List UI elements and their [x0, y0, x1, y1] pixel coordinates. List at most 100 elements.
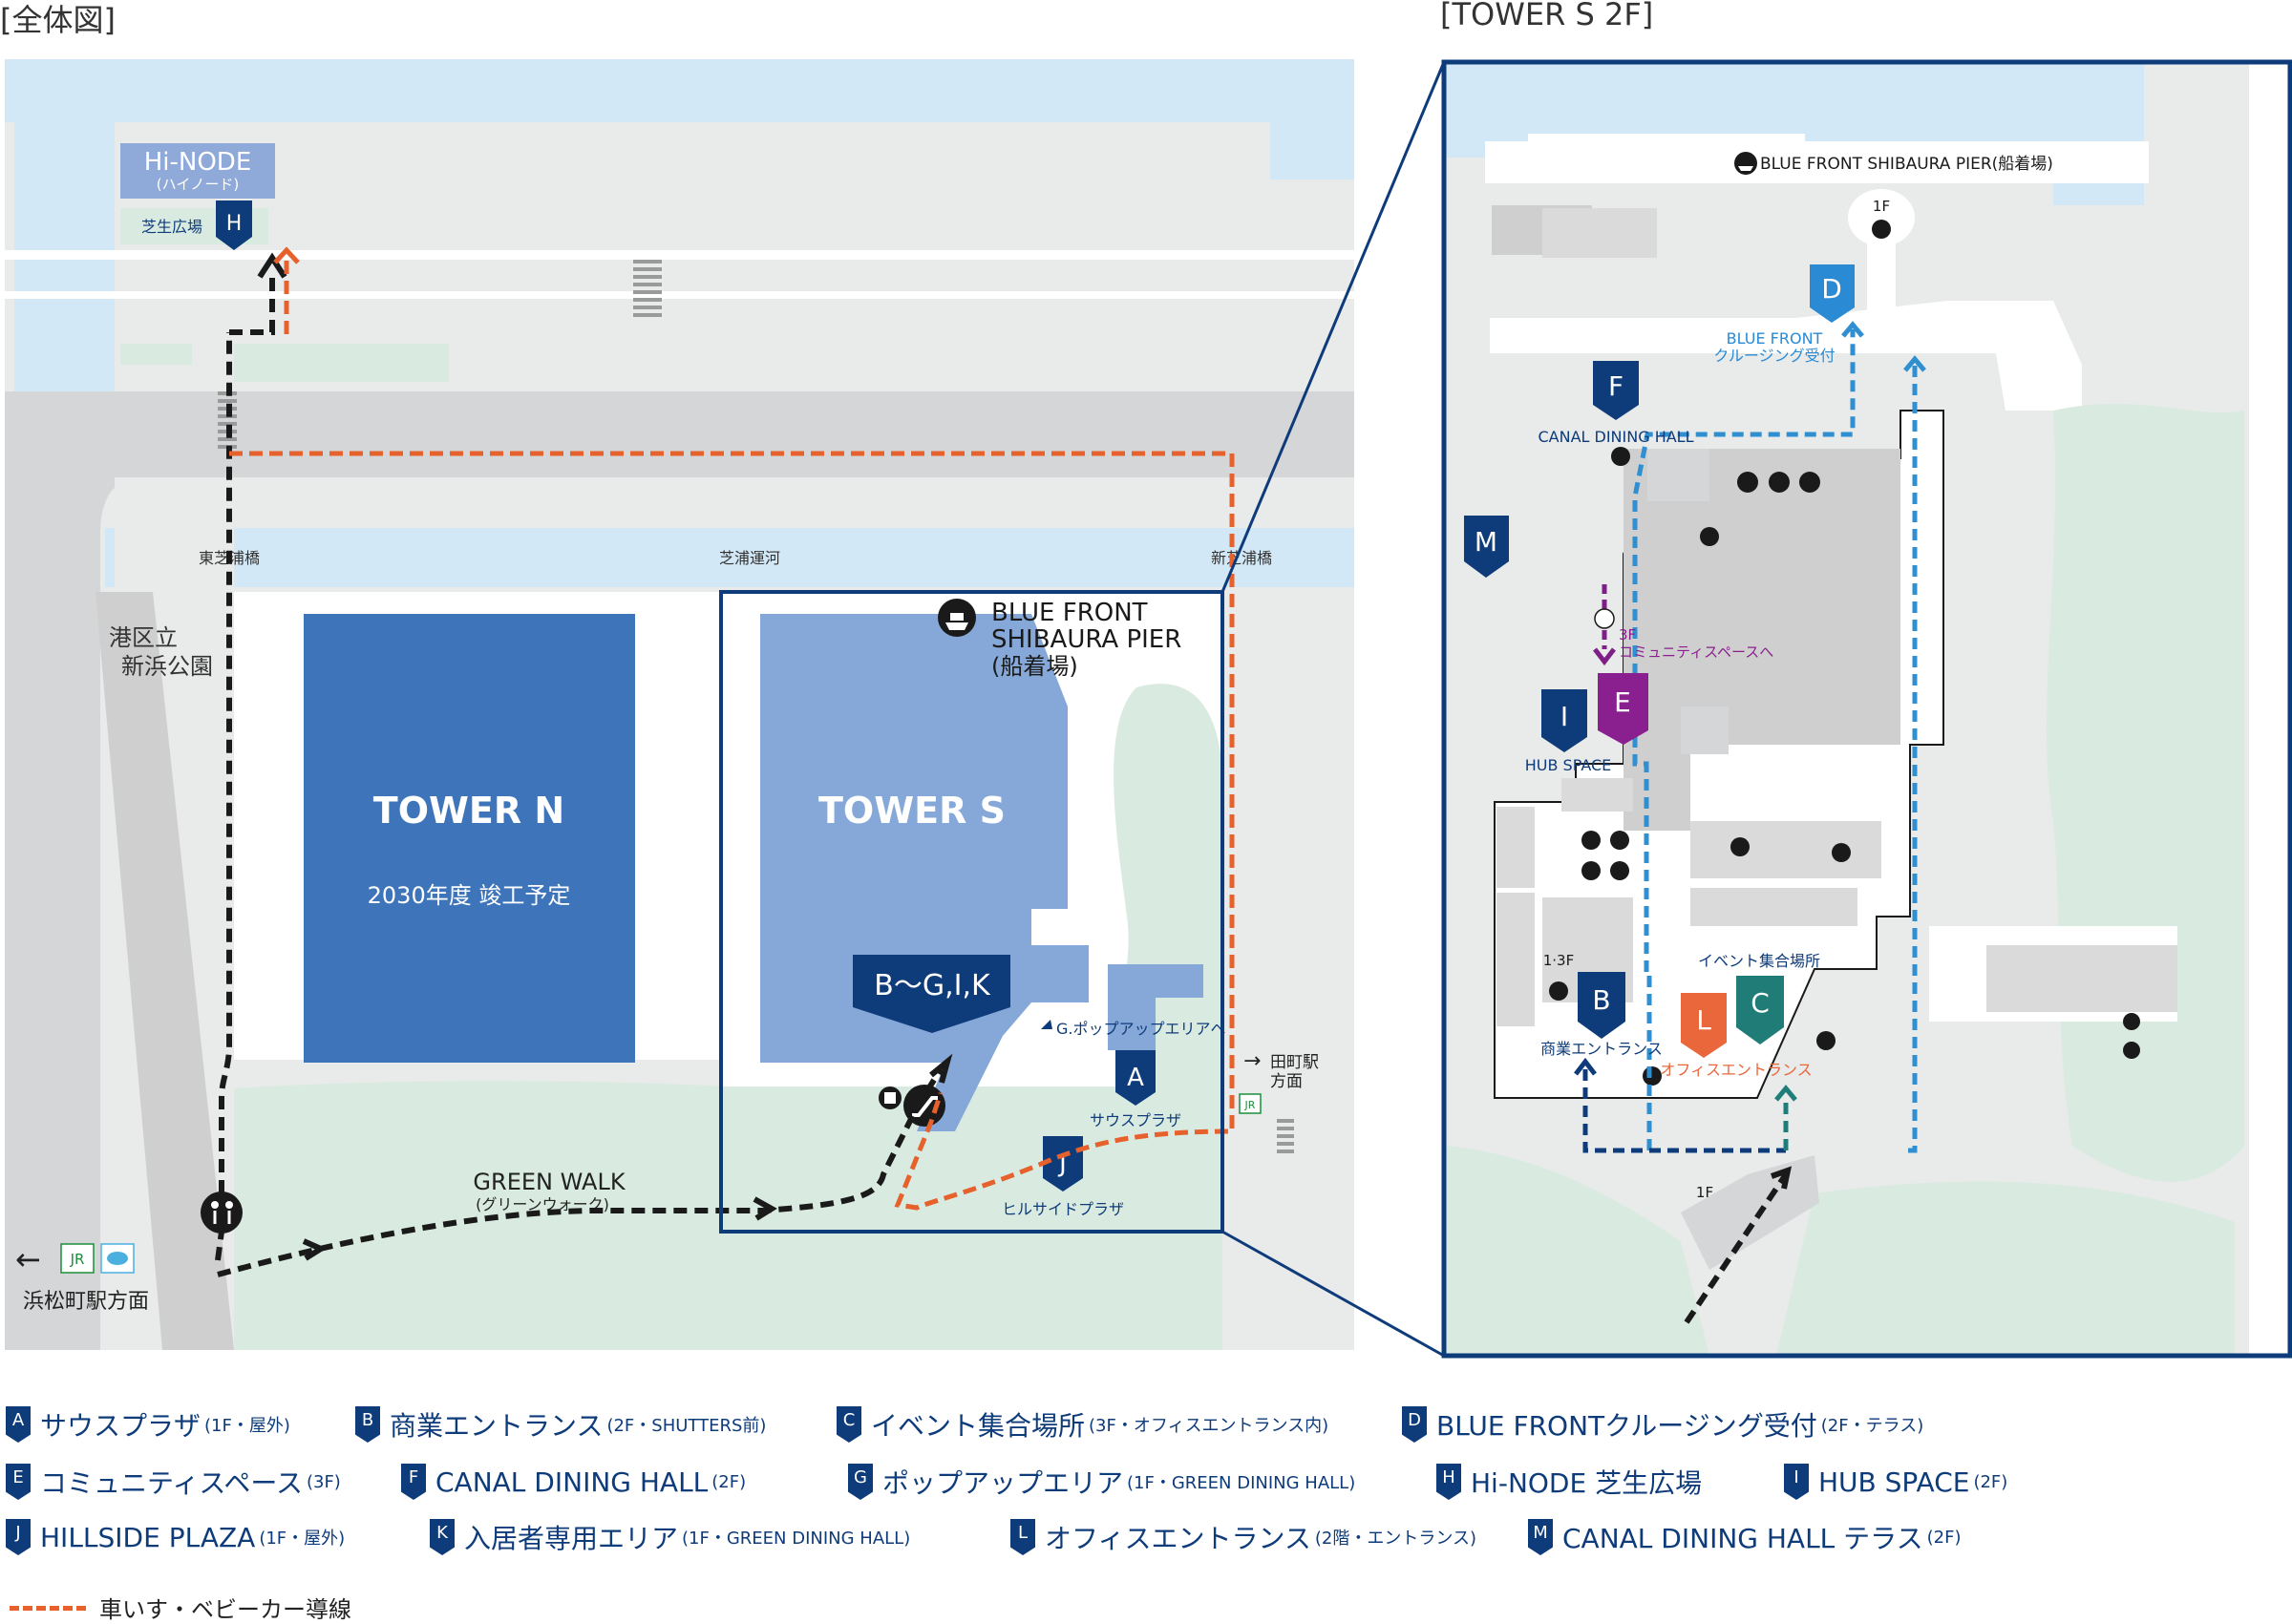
- legend-badge: A: [6, 1406, 31, 1443]
- detail-f-label: CANAL DINING HALL: [1538, 428, 1693, 446]
- legend-main-label: イベント集合場所: [871, 1410, 1086, 1442]
- lawn-strip: [234, 344, 449, 382]
- crosswalk-top: [633, 260, 662, 317]
- badge-d[interactable]: D: [1810, 264, 1855, 323]
- detail-toilet-icon-mid: [1700, 527, 1719, 546]
- route-legend-label: 車いす・ベビーカー導線: [99, 1596, 351, 1623]
- svg-text:B〜G,I,K: B〜G,I,K: [874, 969, 991, 1002]
- detail-annex-2: [1986, 945, 2177, 1012]
- route-wheelchair: [229, 256, 1235, 1211]
- detail-route-blue-arrows: [1841, 321, 1926, 372]
- detail-platform-elevator-icon: [1872, 220, 1891, 239]
- detail-pier-label: BLUE FRONT SHIBAURA PIER(船着場): [1760, 155, 2053, 174]
- legend-item: H Hi-NODE 芝生広場: [1436, 1461, 1706, 1503]
- hinode-subtitle: (ハイノード): [157, 176, 239, 193]
- detail-escalator-icon: [1832, 843, 1851, 862]
- legend-main-label: BLUE FRONTクルージング受付: [1436, 1410, 1817, 1442]
- detail-escalator-icon-2: [1643, 1066, 1662, 1086]
- legend-sub-label: (1F・GREEN DINING HALL): [1127, 1473, 1356, 1493]
- badge-f[interactable]: F: [1593, 361, 1639, 420]
- badge-h[interactable]: H: [216, 200, 252, 250]
- detail-block-left-2: [1542, 208, 1657, 258]
- detail-route-teal-arrow: [1774, 1085, 1797, 1102]
- detail-room-left-2: [1496, 893, 1535, 1026]
- pier-label-line1: BLUE FRONT: [991, 599, 1148, 627]
- route-wheelchair-arrow: [273, 246, 300, 264]
- pier-label-line3: (船着場): [991, 653, 1078, 680]
- legend-main-label: オフィスエントランス: [1045, 1523, 1311, 1554]
- escalator-icon: [903, 1085, 945, 1127]
- legend-main-label: コミュニティスペース: [40, 1467, 303, 1499]
- greenwalk-label-line1: GREEN WALK: [473, 1169, 626, 1195]
- tower-s-zone-badge[interactable]: B〜G,I,K: [853, 955, 1010, 1033]
- pier-label-line2: SHIBAURA PIER: [991, 625, 1181, 654]
- detail-escalator-icon-3: [1816, 1031, 1836, 1050]
- detail-route-black: [1684, 1172, 1789, 1324]
- svg-text:JR: JR: [70, 1251, 85, 1268]
- svg-text:JR: JR: [1244, 1099, 1256, 1111]
- detail-green-right: [2046, 403, 2244, 1182]
- tower-s-highlight: [719, 590, 1224, 1234]
- route-walk-south: [217, 1067, 944, 1277]
- legend-main-label: 商業エントランス: [390, 1410, 604, 1442]
- water-top: [5, 59, 1354, 122]
- detail-wheelchair-icon: [1611, 447, 1630, 466]
- detail-elevator-icon: [1730, 837, 1750, 856]
- route-walk-arrow: [257, 252, 287, 279]
- detail-c-label: イベント集合場所: [1698, 952, 1820, 970]
- svg-text:I: I: [1560, 701, 1568, 732]
- detail-escalator-icon-e: [1594, 608, 1615, 629]
- svg-text:C: C: [1751, 987, 1770, 1019]
- badge-m[interactable]: M: [1464, 516, 1509, 578]
- badge-c[interactable]: C: [1736, 976, 1784, 1044]
- detail-toilet-icons-left: [1581, 831, 1629, 880]
- detail-water-right: [2053, 62, 2144, 205]
- tower-n-name: TOWER N: [373, 790, 564, 832]
- detail-frame: [1441, 59, 2292, 1359]
- legend-sub-label: (1F・屋外): [204, 1416, 290, 1436]
- detail-platform-neck: [1867, 234, 1896, 320]
- elevator-icon: [879, 1086, 902, 1109]
- popup-arrow-icon: [1041, 1020, 1052, 1029]
- svg-text:E: E: [1614, 686, 1631, 718]
- road-diagonal: [96, 592, 234, 1350]
- zoom-line-bottom: [1221, 1230, 1445, 1358]
- legend-badge: H: [1436, 1464, 1461, 1500]
- detail-route-navy-arrow: [1574, 1057, 1597, 1076]
- hinode-title: Hi-NODE: [144, 148, 252, 177]
- badge-i[interactable]: I: [1541, 689, 1587, 752]
- legend-sub-label: (2F): [1926, 1527, 1962, 1548]
- svg-text:A: A: [1127, 1064, 1144, 1092]
- park-label-line2: 新浜公園: [121, 653, 213, 680]
- detail-map: BLUE FRONT SHIBAURA PIER(船着場): [1441, 59, 2292, 1359]
- overview-heading: [全体図]: [0, 2, 116, 38]
- detail-floor-1f-top: 1F: [1873, 198, 1890, 215]
- legend-main-label: CANAL DINING HALL テラス: [1562, 1523, 1923, 1554]
- badge-a[interactable]: A: [1115, 1050, 1156, 1106]
- detail-e-label-line2: コミュニティスペースへ: [1619, 643, 1773, 661]
- detail-platform: [1848, 189, 1915, 246]
- tower-n-building: [304, 614, 635, 1063]
- legend-main-label: Hi-NODE 芝生広場: [1471, 1467, 1703, 1499]
- detail-d-label-line1: BLUE FRONT: [1727, 329, 1823, 348]
- detail-b-label: 商業エントランス: [1540, 1040, 1663, 1058]
- badge-l[interactable]: L: [1681, 993, 1727, 1058]
- detail-floor-13f: 1·3F: [1543, 952, 1574, 969]
- hillside-label: ヒルサイドプラザ: [1002, 1200, 1124, 1218]
- canal: [105, 528, 1354, 587]
- detail-route-purple-arrow: [1593, 647, 1616, 666]
- legend-sub-label: (3F): [306, 1471, 341, 1492]
- svg-text:H: H: [226, 212, 243, 236]
- legend-main-label: HILLSIDE PLAZA: [40, 1521, 256, 1553]
- route-walk-south-arrows: [302, 1053, 953, 1261]
- legend-badge: K: [430, 1519, 455, 1555]
- badge-j[interactable]: J: [1043, 1136, 1083, 1192]
- bridge-new-label: 新芝浦橋: [1211, 549, 1272, 567]
- badge-b[interactable]: B: [1578, 972, 1625, 1039]
- detail-inner-1: [1647, 449, 1709, 501]
- badge-e[interactable]: E: [1598, 673, 1648, 745]
- detail-d-label-line2: クルージング受付: [1713, 347, 1835, 365]
- detail-route-black-arrow: [1771, 1166, 1793, 1190]
- detail-room-left: [1496, 807, 1535, 888]
